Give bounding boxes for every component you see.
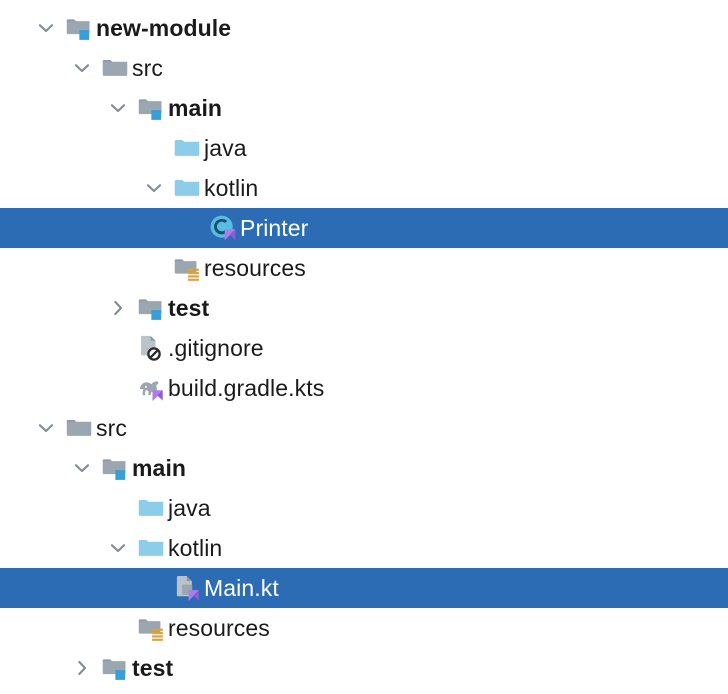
folder-module-icon	[100, 648, 130, 688]
chevron-down-icon[interactable]	[68, 448, 96, 488]
tree-row-label: java	[204, 134, 247, 161]
tree-row-label: resources	[204, 254, 306, 281]
tree-row-label: src	[132, 54, 163, 81]
folder-module-icon	[64, 8, 94, 48]
chevron-down-icon[interactable]	[140, 168, 168, 208]
folder-grey-icon	[100, 48, 130, 88]
tree-row-label: kotlin	[204, 174, 259, 201]
folder-module-icon	[100, 448, 130, 488]
folder-source-icon	[172, 128, 202, 168]
tree-row-label: Main.kt	[204, 574, 279, 601]
gradle-kotlin-file-icon	[136, 368, 166, 408]
chevron-right-icon[interactable]	[68, 648, 96, 688]
tree-row-label: test	[168, 294, 210, 321]
folder-resources-icon	[172, 248, 202, 288]
tree-row-main-kt[interactable]: Main.kt	[0, 568, 728, 608]
folder-source-icon	[136, 528, 166, 568]
tree-row-label: test	[132, 654, 174, 681]
kotlin-file-icon	[172, 568, 202, 608]
tree-row-build-gradle-kts[interactable]: build.gradle.kts	[0, 368, 728, 408]
tree-row-resources-1[interactable]: resources	[0, 248, 728, 288]
tree-row-label: new-module	[96, 14, 232, 41]
kotlin-class-icon	[208, 208, 238, 248]
tree-row-new-module[interactable]: new-module	[0, 8, 728, 48]
tree-row-kotlin-1[interactable]: kotlin	[0, 168, 728, 208]
gitignore-file-icon	[136, 328, 166, 368]
tree-row-label: java	[168, 494, 211, 521]
chevron-down-icon[interactable]	[68, 48, 96, 88]
tree-row-label: resources	[168, 614, 270, 641]
tree-row-test-1[interactable]: test	[0, 288, 728, 328]
folder-source-icon	[172, 168, 202, 208]
tree-row-label: main	[168, 94, 223, 121]
tree-row-label: src	[96, 414, 127, 441]
folder-grey-icon	[64, 408, 94, 448]
tree-row-src-1[interactable]: src	[0, 48, 728, 88]
tree-row-java-1[interactable]: java	[0, 128, 728, 168]
tree-row-kotlin-2[interactable]: kotlin	[0, 528, 728, 568]
tree-row-java-2[interactable]: java	[0, 488, 728, 528]
chevron-down-icon[interactable]	[32, 408, 60, 448]
tree-row-resources-2[interactable]: resources	[0, 608, 728, 648]
tree-row-main-2[interactable]: main	[0, 448, 728, 488]
folder-module-icon	[136, 88, 166, 128]
tree-row-partial-top[interactable]	[0, 0, 728, 8]
tree-row-printer[interactable]: Printer	[0, 208, 728, 248]
tree-row-label: Printer	[240, 214, 309, 241]
tree-row-label: kotlin	[168, 534, 223, 561]
folder-grey-icon	[64, 0, 94, 8]
folder-module-icon	[136, 288, 166, 328]
folder-resources-icon	[136, 608, 166, 648]
chevron-down-icon[interactable]	[32, 8, 60, 48]
tree-row-gitignore[interactable]: .gitignore	[0, 328, 728, 368]
folder-source-icon	[136, 488, 166, 528]
tree-row-label: .gitignore	[168, 334, 264, 361]
tree-row-main-1[interactable]: main	[0, 88, 728, 128]
tree-row-test-2[interactable]: test	[0, 648, 728, 688]
chevron-right-icon[interactable]	[104, 288, 132, 328]
chevron-down-icon[interactable]	[104, 528, 132, 568]
tree-row-label: build.gradle.kts	[168, 374, 325, 401]
chevron-down-icon[interactable]	[104, 88, 132, 128]
tree-row-src-2[interactable]: src	[0, 408, 728, 448]
tree-row-label: main	[132, 454, 187, 481]
